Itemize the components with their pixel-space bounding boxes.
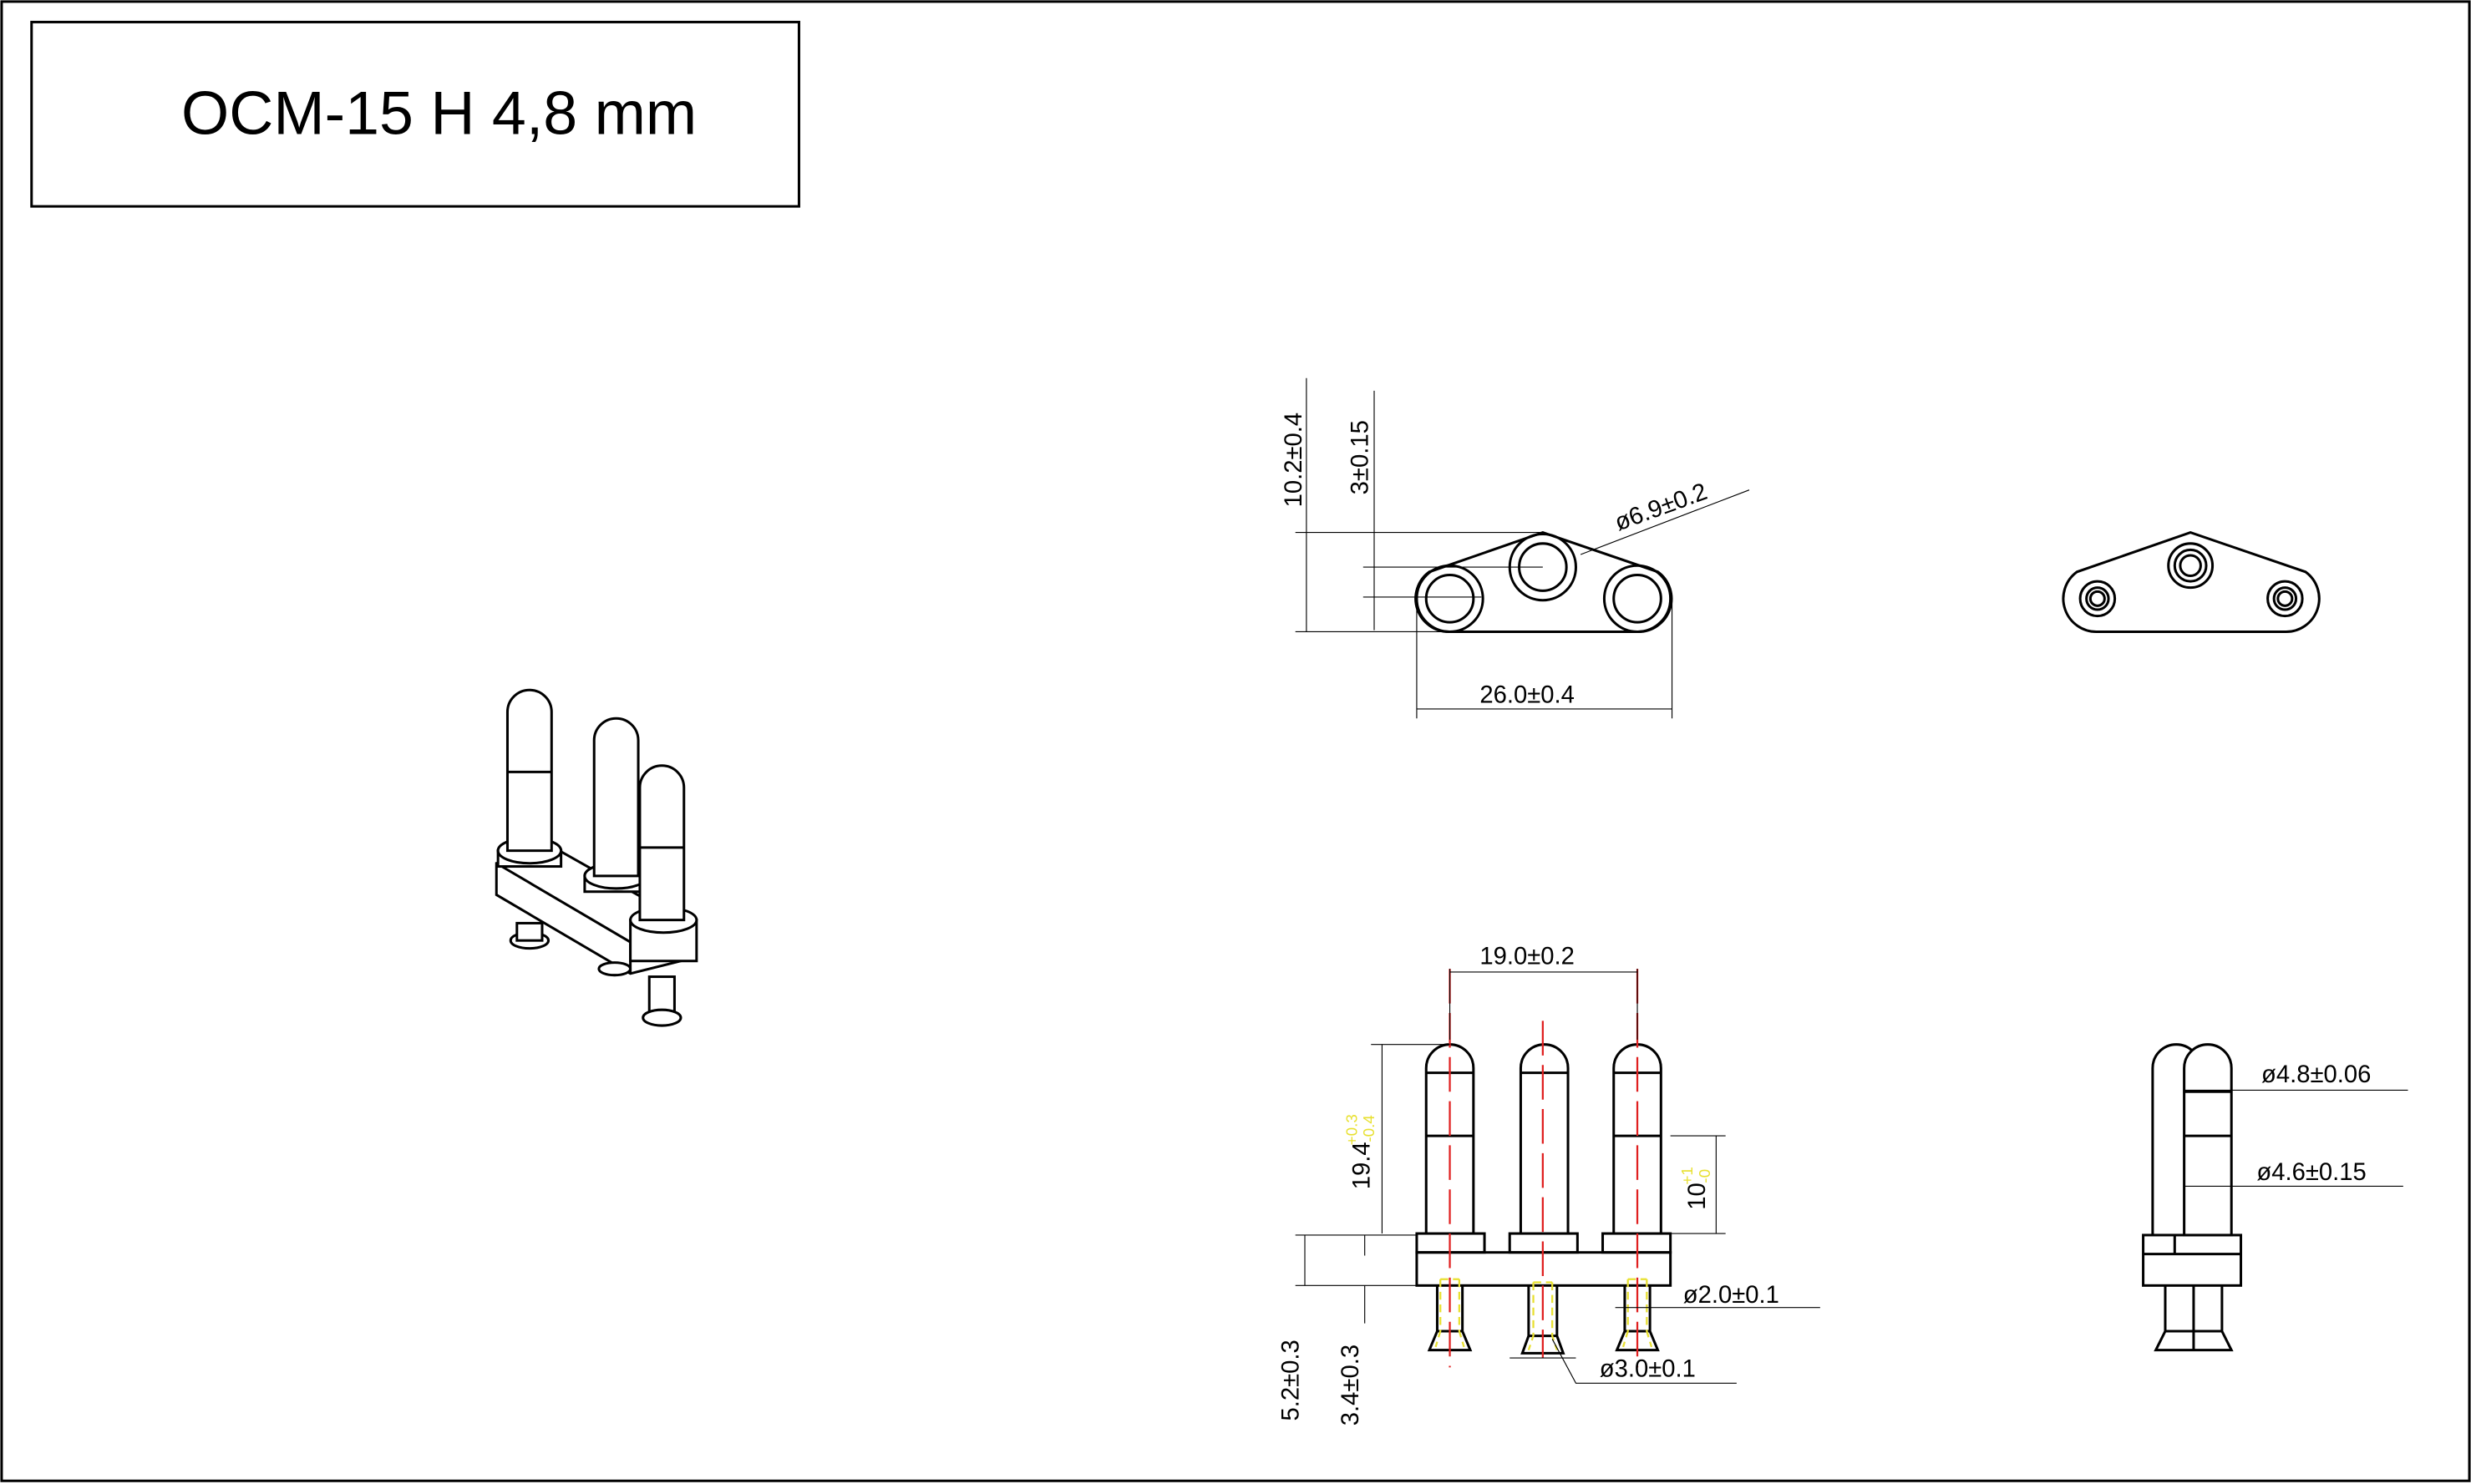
drawing-title: OCM-15 H 4,8 mm xyxy=(181,78,697,147)
base-height-dimension: 5.2±0.3 xyxy=(1277,1340,1304,1421)
title-block: OCM-15 H 4,8 mm xyxy=(30,20,800,208)
tip-length-tol-upper: +1 xyxy=(1678,1167,1696,1185)
pin-length-value: 19.4 xyxy=(1348,1142,1375,1189)
tip-length-dimension: 10 +1 -0 xyxy=(1678,1167,1713,1210)
front-view: 19.0±0.2 19.4 +0.3 -0.4 10 +1 -0 5.2±0.3… xyxy=(1277,943,1820,1426)
tip-diameter-dimension: ø4.8±0.06 xyxy=(2261,1061,2371,1088)
pitch-dimension: 19.0±0.2 xyxy=(1479,943,1575,970)
width-dimension: 26.0±0.4 xyxy=(1479,681,1575,708)
tail-diameter-dimension: ø2.0±0.1 xyxy=(1683,1282,1779,1309)
pin-length-tol-upper: +0.3 xyxy=(1342,1114,1360,1145)
side-view: ø4.8±0.06 ø4.6±0.15 xyxy=(2142,1043,2408,1352)
tail-length-dimension: 3.4±0.3 xyxy=(1337,1345,1364,1426)
shaft-diameter-dimension: ø4.6±0.15 xyxy=(2256,1159,2366,1186)
pin-length-dimension: 19.4 +0.3 -0.4 xyxy=(1342,1114,1378,1189)
top-view: 10.2±0.4 3±0.15 ø6.9±0.2 26.0±0.4 xyxy=(1281,377,1750,719)
bottom-view xyxy=(2062,531,2321,633)
flare-diameter-dimension: ø3.0±0.1 xyxy=(1600,1356,1696,1383)
tip-length-value: 10 xyxy=(1684,1183,1711,1210)
offset-dimension: 3±0.15 xyxy=(1347,420,1373,494)
tip-length-tol-lower: -0 xyxy=(1696,1169,1713,1183)
height-dimension: 10.2±0.4 xyxy=(1281,413,1307,508)
isometric-view xyxy=(495,688,698,1027)
diameter-dimension: ø6.9±0.2 xyxy=(1611,479,1711,536)
pin-length-tol-lower: -0.4 xyxy=(1360,1115,1378,1142)
